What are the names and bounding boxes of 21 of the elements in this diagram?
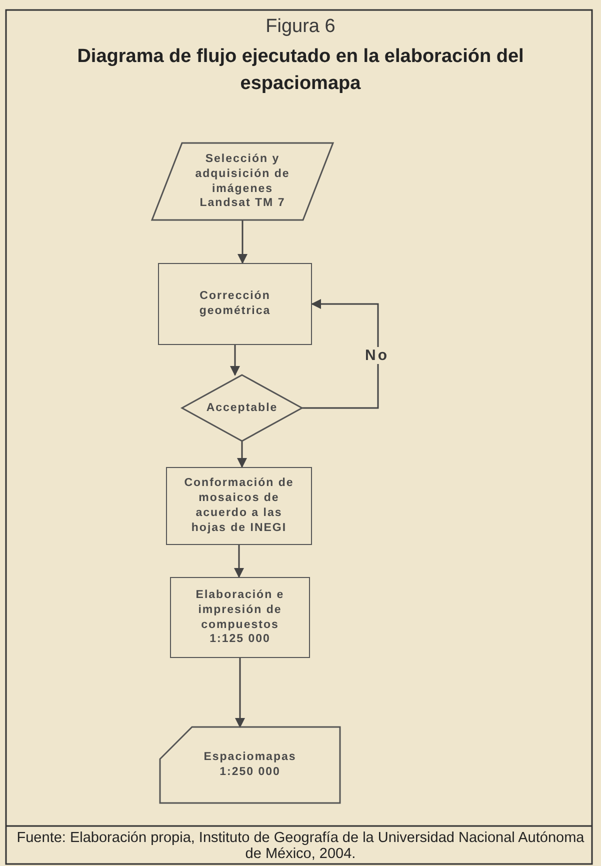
data-parallelogram (152, 143, 333, 220)
process-box (166, 467, 312, 545)
arrow (234, 545, 244, 578)
node-text: Acceptable (206, 400, 278, 416)
arrow (302, 299, 379, 409)
arrow (230, 345, 240, 376)
process-box (170, 577, 310, 658)
diagram-title: Diagrama de flujo ejecutado en la elaboración del espaciomapa (76, 45, 525, 96)
arrow (235, 658, 245, 728)
node-text: Selección y adquisición de imágenes Landsat TM 7 (194, 152, 291, 212)
node-text: Espaciomapas 1:250 000 (202, 750, 298, 780)
figure-number: Figura 6 (264, 16, 336, 38)
card-shape (160, 727, 340, 803)
arrow (237, 441, 247, 468)
decision-diamond (182, 375, 302, 441)
node-text: Elaboración e impresión de compuestos 1:125 000 (194, 588, 286, 648)
arrow (238, 220, 248, 264)
node-text: Conformación de mosaicos de acuerdo a las hojas de INEGI (183, 476, 295, 536)
source-caption: Fuente: Elaboración propia, Instituto de Geografía de la Universidad Nacional Autónoma de México, 2004. (16, 831, 586, 863)
process-box (158, 263, 312, 345)
node-text: Corrección geométrica (198, 289, 272, 319)
